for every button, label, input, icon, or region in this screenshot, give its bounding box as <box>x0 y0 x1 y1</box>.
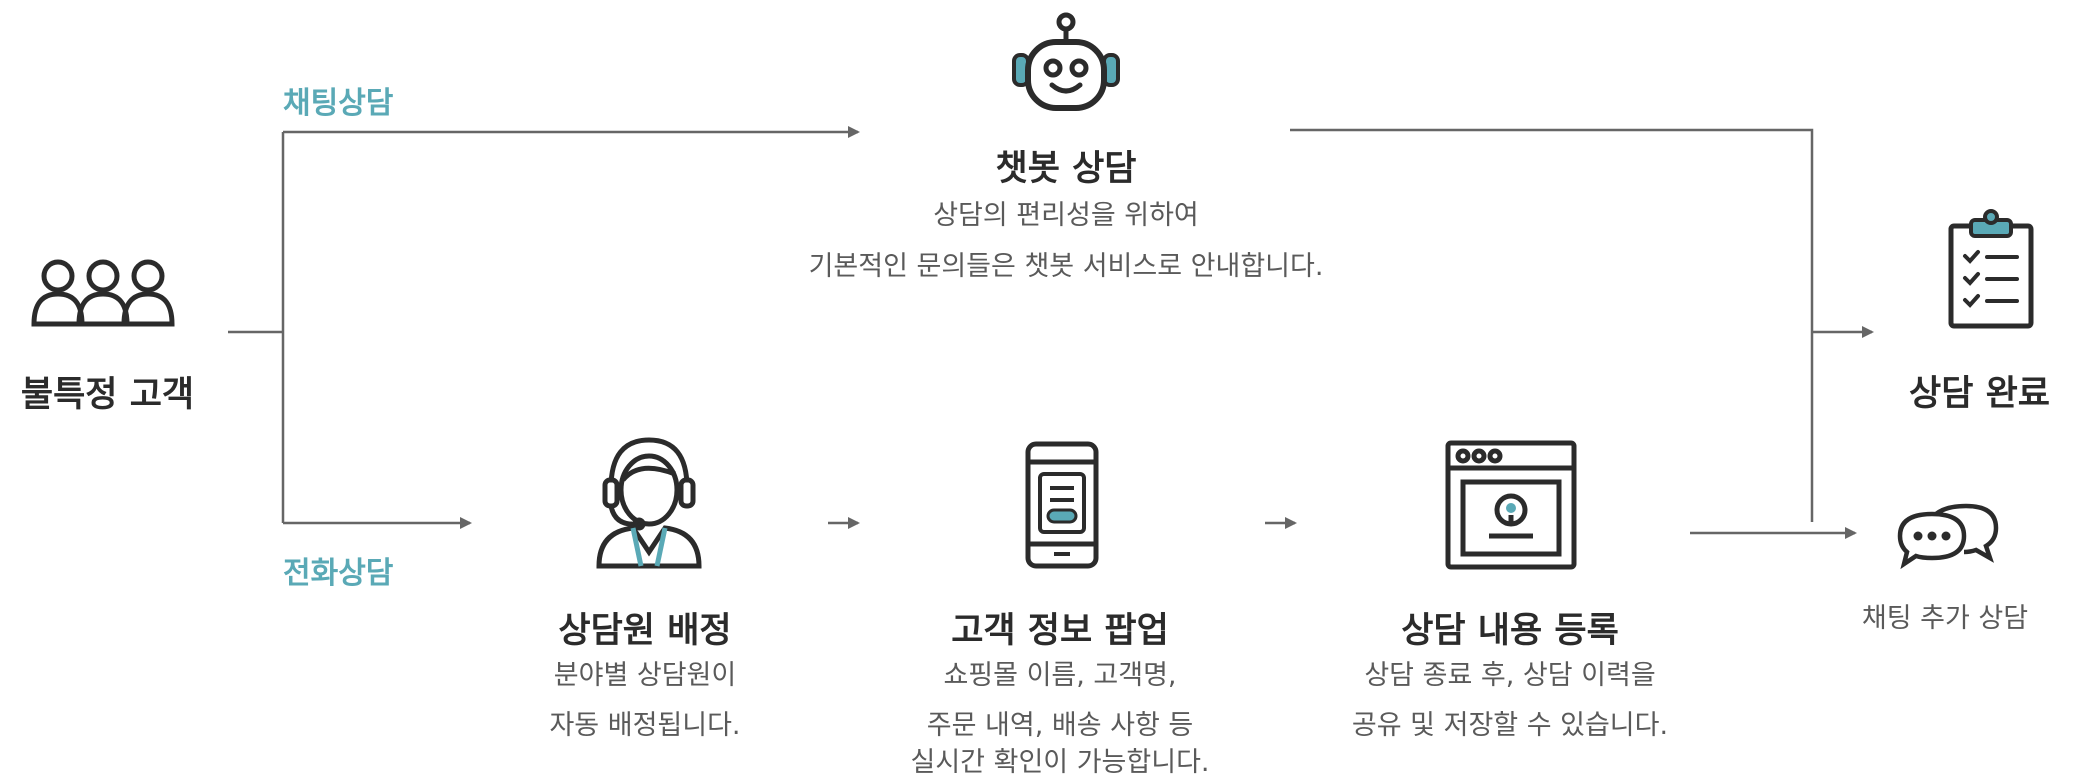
extra-chat-label: 채팅 추가 상담 <box>1861 603 2029 634</box>
step3-desc-line2: 공유 및 저장할 수 있습니다. <box>1351 710 1669 741</box>
step1-desc-line2: 자동 배정됩니다. <box>549 710 741 741</box>
start-title: 불특정 고객 <box>20 375 195 415</box>
step2-desc-line1: 쇼핑몰 이름, 고객명, <box>943 660 1177 691</box>
agent-headset-icon <box>589 432 709 574</box>
step2-title: 고객 정보 팝업 <box>951 611 1169 651</box>
chat-bubbles-icon <box>1892 500 2004 576</box>
step1-title: 상담원 배정 <box>558 611 732 651</box>
end-title: 상담 완료 <box>1909 374 2050 414</box>
chatbot-out-line <box>1290 128 1814 522</box>
step3-title: 상담 내용 등록 <box>1401 611 1619 651</box>
step2-desc-line2: 주문 내역, 배송 사항 등 <box>926 710 1194 741</box>
step3-desc-line1: 상담 종료 후, 상담 이력을 <box>1364 660 1656 691</box>
browser-window-icon <box>1443 438 1579 576</box>
chatbot-title: 챗봇 상담 <box>995 149 1137 189</box>
chat-channel-label: 채팅상담 <box>283 86 394 121</box>
mobile-popup-icon <box>1022 440 1102 574</box>
chatbot-desc-line2: 기본적인 문의들은 챗봇 서비스로 안내합니다. <box>808 251 1324 282</box>
step2-desc-line3: 실시간 확인이 가능합니다. <box>910 747 1210 778</box>
chatbot-desc-line1: 상담의 편리성을 위하여 <box>933 200 1199 231</box>
customers-group-icon <box>28 252 178 336</box>
clipboard-checklist-icon <box>1945 206 2037 334</box>
phone-channel-label: 전화상담 <box>283 556 394 591</box>
step1-desc-line1: 분야별 상담원이 <box>553 660 737 691</box>
robot-icon <box>1006 10 1126 119</box>
